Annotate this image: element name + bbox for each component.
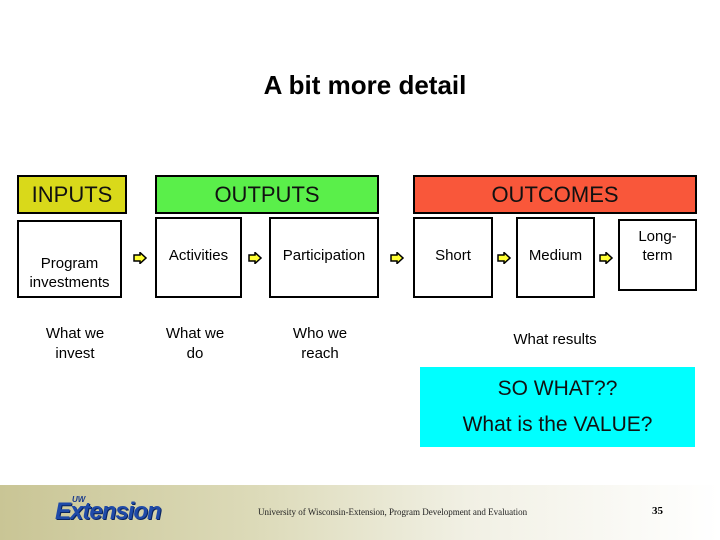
label-line: reach	[301, 345, 339, 362]
medium-label: Medium	[528, 247, 583, 264]
page-number: 35	[652, 505, 663, 517]
long-term-box: Long- term	[618, 219, 697, 291]
what-we-invest-label: What we invest	[20, 324, 130, 364]
label-line: do	[186, 345, 204, 362]
logo-uw-text: UW	[72, 495, 86, 504]
right-arrow-icon	[248, 252, 262, 264]
right-arrow-icon	[497, 252, 511, 264]
label-line: What we	[165, 325, 225, 342]
right-arrow-icon	[133, 252, 147, 264]
medium-box: Medium	[516, 217, 595, 298]
short-box: Short	[413, 217, 493, 298]
what-results-label: What results	[513, 331, 597, 348]
footer-band	[0, 485, 720, 540]
right-arrow-icon	[599, 252, 613, 264]
outcomes-header-label: OUTCOMES	[491, 181, 619, 207]
inputs-header-label: INPUTS	[31, 181, 113, 207]
so-what-line1: SO WHAT??	[497, 377, 618, 400]
outputs-header-label: OUTPUTS	[214, 181, 320, 207]
label-line: What we	[45, 325, 105, 342]
so-what-line2: What is the VALUE?	[462, 413, 653, 436]
long-term-label-line1: Long-	[638, 228, 677, 245]
who-we-reach-label: Who we reach	[265, 324, 375, 364]
so-what-box: SO WHAT?? What is the VALUE?	[420, 367, 695, 447]
outcomes-header: OUTCOMES	[413, 175, 697, 214]
slide-title: A bit more detail	[263, 70, 467, 100]
label-line: Who we	[292, 325, 348, 342]
participation-box: Participation	[269, 217, 379, 298]
long-term-label-line2: term	[642, 247, 673, 264]
activities-box: Activities	[155, 217, 242, 298]
logo-extension-text: Extension	[55, 498, 162, 525]
inputs-header: INPUTS	[17, 175, 127, 214]
program-investments-label: Program investments	[29, 255, 110, 291]
uw-extension-logo: UW Extension	[55, 495, 162, 525]
label-line: invest	[55, 345, 95, 362]
footer-credit: University of Wisconsin-Extension, Progr…	[258, 507, 528, 517]
program-investments-box: Program investments	[17, 220, 122, 298]
right-arrow-icon	[390, 252, 404, 264]
outputs-header: OUTPUTS	[155, 175, 379, 214]
participation-label: Participation	[282, 247, 366, 264]
activities-label: Activities	[168, 247, 229, 264]
what-we-do-label: What we do	[140, 324, 250, 364]
short-label: Short	[435, 247, 471, 264]
